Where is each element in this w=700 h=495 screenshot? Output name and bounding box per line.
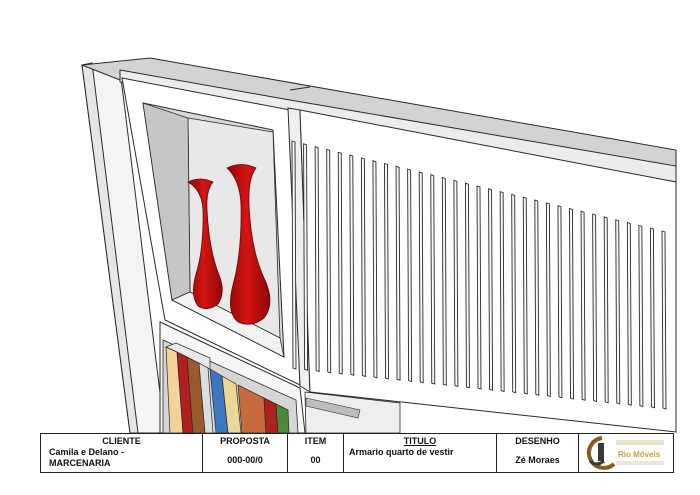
door-slats bbox=[291, 140, 667, 410]
proposta-value: 000-00/0 bbox=[227, 455, 263, 465]
door-slat bbox=[661, 230, 667, 410]
cliente-cell: CLIENTE Camila e Delano - MARCENARIA bbox=[41, 434, 203, 472]
door-slat bbox=[534, 199, 540, 396]
door-slat bbox=[372, 160, 378, 379]
door-slat bbox=[360, 157, 366, 378]
item-header: ITEM bbox=[304, 436, 327, 446]
logo-name: Rio Móveis bbox=[618, 450, 661, 459]
door-slat bbox=[580, 210, 586, 401]
desenho-header: DESENHO bbox=[515, 436, 560, 446]
titulo-cell: TITULO Armario quarto de vestir bbox=[344, 434, 497, 472]
door-slat bbox=[418, 171, 424, 384]
titulo-value: Armario quarto de vestir bbox=[349, 447, 454, 457]
cliente-line1: Camila e Delano - bbox=[49, 447, 125, 457]
door-slat bbox=[407, 168, 413, 383]
door-slat bbox=[592, 213, 598, 403]
door-slat bbox=[638, 224, 644, 408]
door-slat bbox=[522, 196, 528, 395]
door-slat bbox=[615, 219, 621, 405]
proposta-cell: PROPOSTA 000-00/0 bbox=[203, 434, 288, 472]
door-slat bbox=[291, 140, 297, 370]
rio-moveis-logo-icon bbox=[586, 436, 664, 470]
item-cell: ITEM 00 bbox=[288, 434, 344, 472]
door-slat bbox=[337, 151, 343, 375]
door-slat bbox=[603, 216, 609, 404]
desenho-value: Zé Moraes bbox=[515, 455, 560, 465]
door-slat bbox=[453, 179, 459, 388]
door-slat bbox=[395, 165, 401, 381]
door-slat bbox=[430, 174, 436, 385]
door-slat bbox=[511, 193, 517, 394]
lower-handle bbox=[305, 397, 361, 419]
door-slat bbox=[569, 207, 574, 400]
door-slat bbox=[326, 148, 332, 374]
logo-cell: Rio Móveis bbox=[579, 434, 673, 472]
door-slat bbox=[488, 188, 494, 391]
door-slat bbox=[649, 227, 655, 409]
door-slat bbox=[441, 176, 447, 386]
title-block: CLIENTE Camila e Delano - MARCENARIA PRO… bbox=[40, 433, 674, 473]
door-slat bbox=[349, 154, 355, 376]
desenho-cell: DESENHO Zé Moraes bbox=[497, 434, 579, 472]
door-slat bbox=[499, 190, 505, 393]
cabinet-top-seam bbox=[289, 86, 311, 91]
rio-moveis-logo: Rio Móveis bbox=[584, 436, 668, 470]
door-slat bbox=[314, 145, 320, 373]
door-slat bbox=[464, 182, 470, 389]
book-tops bbox=[165, 342, 211, 370]
cliente-value: Camila e Delano - MARCENARIA bbox=[49, 447, 124, 469]
door-slat bbox=[476, 185, 482, 390]
door-slat bbox=[545, 202, 551, 398]
proposta-header: PROPOSTA bbox=[220, 436, 270, 446]
door-slat bbox=[303, 143, 309, 371]
door-slat bbox=[557, 205, 563, 399]
item-value: 00 bbox=[310, 455, 321, 465]
niche-floor bbox=[171, 291, 285, 358]
door-slat bbox=[626, 221, 632, 406]
cliente-header: CLIENTE bbox=[102, 436, 141, 446]
cliente-line2: MARCENARIA bbox=[49, 458, 111, 468]
red-vase-left bbox=[187, 178, 223, 309]
door-slat bbox=[384, 162, 389, 380]
titulo-header: TITULO bbox=[403, 436, 437, 446]
red-vase-right bbox=[226, 164, 271, 325]
